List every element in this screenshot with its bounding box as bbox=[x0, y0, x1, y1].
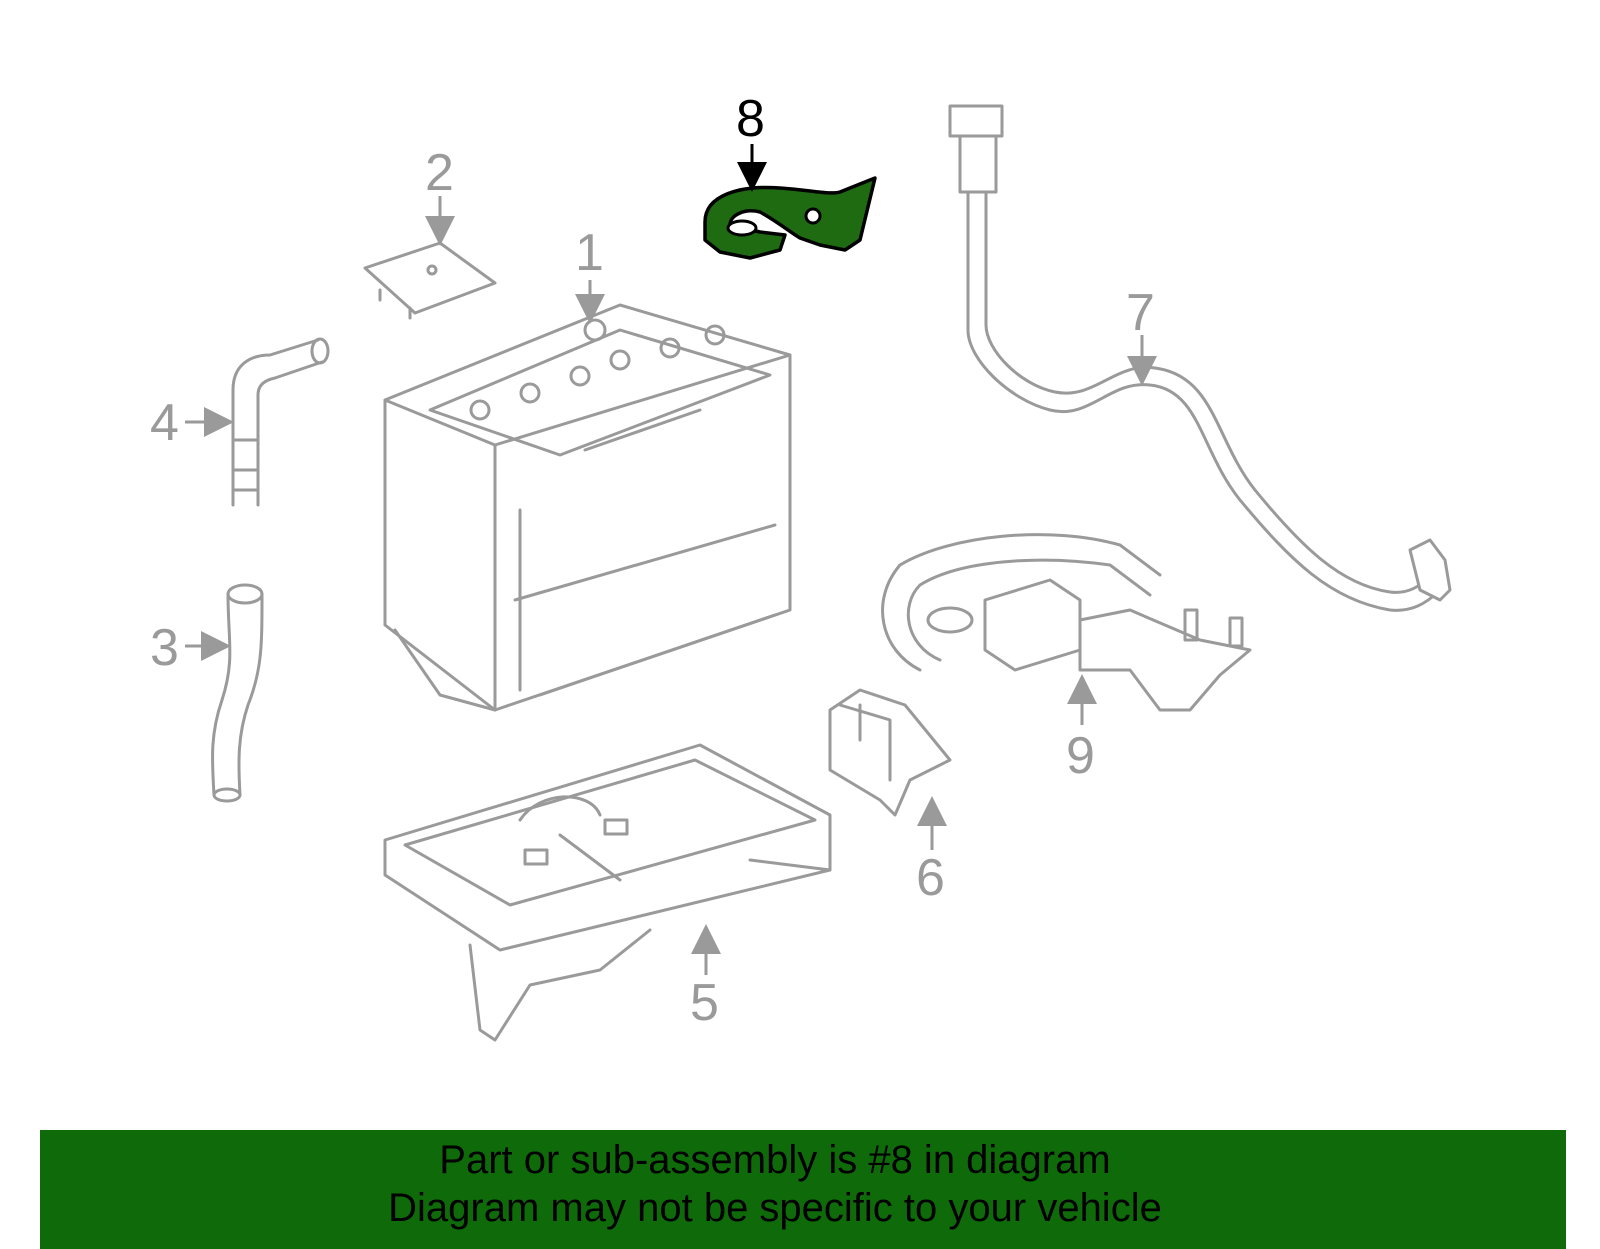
part-8-highlighted bbox=[703, 176, 877, 260]
banner-line-1: Part or sub-assembly is #8 in diagram bbox=[439, 1138, 1111, 1182]
callout-4: 4 bbox=[150, 394, 179, 452]
callout-7: 7 bbox=[1126, 284, 1155, 342]
part-battery bbox=[383, 303, 792, 712]
callout-5: 5 bbox=[690, 974, 719, 1032]
part-distributor bbox=[881, 533, 1252, 712]
banner-line-2: Diagram may not be specific to your vehi… bbox=[388, 1186, 1162, 1230]
callout-3: 3 bbox=[150, 619, 179, 677]
part-cable bbox=[948, 104, 1452, 612]
part-elbow bbox=[231, 337, 330, 507]
callout-2: 2 bbox=[425, 144, 454, 202]
part-bracket bbox=[828, 688, 952, 817]
callout-1: 1 bbox=[575, 224, 604, 282]
callout-8: 8 bbox=[736, 90, 765, 148]
part-tray bbox=[383, 743, 832, 1042]
info-banner: Part or sub-assembly is #8 in diagram Di… bbox=[40, 1130, 1566, 1249]
part-hose bbox=[210, 583, 264, 803]
callout-6: 6 bbox=[916, 849, 945, 907]
part-cover bbox=[363, 241, 497, 320]
callout-9: 9 bbox=[1066, 727, 1095, 785]
